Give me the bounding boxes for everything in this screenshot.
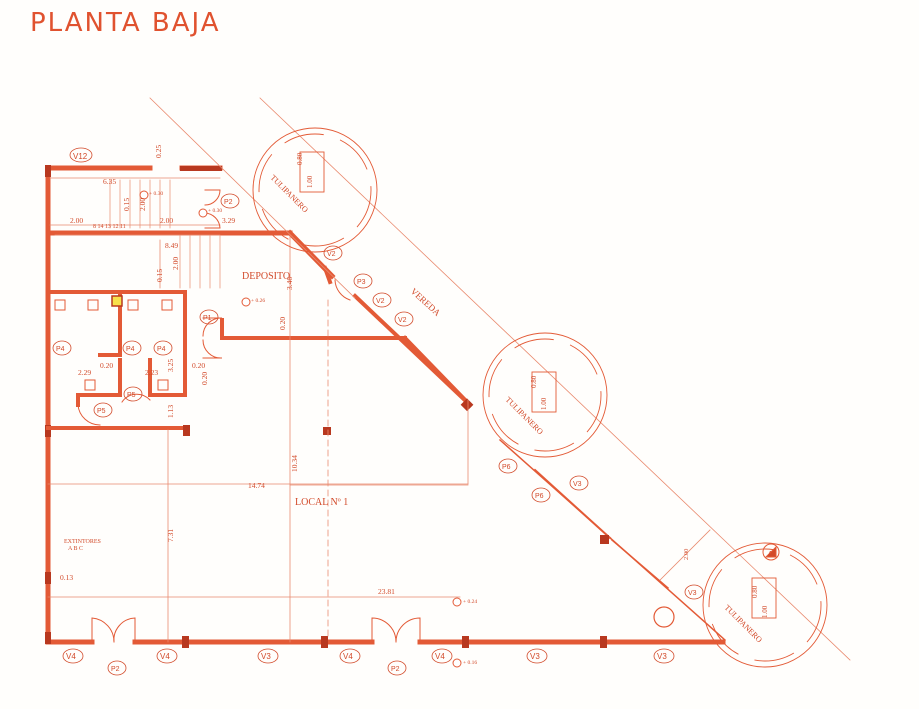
tree-dim: 1.00 [761,605,769,618]
label-extintores: EXTINTORES [64,539,101,545]
dim-text: 2.00 [70,216,83,225]
level-text: + 0.16 [463,660,477,666]
tag-p4: P4 [56,346,65,353]
columns [180,166,607,648]
dim-text: 14.74 [248,481,265,490]
door-swings [54,189,421,643]
opening-tags [52,147,704,676]
dim-text: 0.15 [155,269,164,282]
dim-text: 23.81 [378,587,395,596]
tree-dim: 1.00 [306,175,314,188]
tag-p5: P5 [127,392,136,399]
dimension-lines [47,97,851,661]
dim-text: 0.20 [192,361,205,370]
label-vereda: VEREDA [409,286,443,318]
tag-v4: V4 [160,652,170,661]
tag-p3: P3 [357,279,366,286]
tree-dim: 1.00 [540,397,548,410]
tag-p4: P4 [126,346,135,353]
dim-text: 0.20 [100,361,113,370]
tree-label-3: TULIPANERO [723,603,765,645]
label-extintores-class: A B C [68,546,83,552]
tag-v2: V2 [376,298,385,305]
tag-p5: P5 [97,408,106,415]
tree-label-2: TULIPANERO [504,395,546,437]
dim-text: 3.46 [285,277,294,290]
dim-text: 2.00 [160,216,173,225]
dim-text: 1.13 [166,405,175,418]
column [600,535,609,544]
tree-labels: TULIPANERO TULIPANERO TULIPANERO 0.80 1.… [269,152,769,644]
tag-section-a: A [768,551,773,558]
level-text: + 0.30 [149,191,163,197]
dim-text: 3.29 [222,216,235,225]
dim-text: 8 14 13 12 11 [93,224,126,230]
tag-v4: V4 [343,652,353,661]
exterior-walls [45,165,726,645]
level-text: + 0.24 [463,599,477,605]
tag-v3: V3 [688,590,697,597]
dim-text: 6.35 [103,177,116,186]
dim-text: 0.20 [278,317,287,330]
dim-text: 3.25 [166,359,175,372]
tag-p2: P2 [224,199,233,206]
tree-tulipanero-2 [482,332,608,458]
tag-v3: V3 [530,652,540,661]
staircase [109,179,221,289]
diagonal-facade [498,438,727,642]
dim-text: 0.20 [200,372,209,385]
level-text: + 0.26 [251,298,265,304]
dim-text: 0.13 [60,573,73,582]
tag-v4: V4 [435,652,445,661]
dim-text: 2.23 [145,368,158,377]
tag-p2: P2 [391,666,400,673]
dim-text: 2.00 [683,549,690,560]
tag-v3: V3 [573,481,582,488]
tag-p6: P6 [502,464,511,471]
dimension-texts: 6.35 0.25 0.15 2.00 2.00 8 14 13 12 11 2… [60,145,690,666]
interior-walls [46,166,473,430]
tree-tulipanero-3 [702,542,828,668]
dim-text: 0.25 [154,145,163,158]
tag-v3: V3 [657,652,667,661]
dim-text: 2.29 [78,368,91,377]
dim-text: 2.00 [138,198,147,211]
tag-v2: V2 [327,251,336,258]
dim-text: 0.15 [122,198,131,211]
tree-dim: 0.80 [751,585,759,598]
plan-title: PLANTA BAJA [30,8,221,38]
opening-tag-text: V12 P2 V2 P3 V2 V2 P1 P4 P4 P4 P5 P5 P6 … [56,152,773,673]
level-markers [139,190,462,668]
tag-v12: V12 [73,152,88,161]
dim-text: 2.00 [171,257,180,270]
tree-label-1: TULIPANERO [269,173,311,215]
tree-dim: 0.80 [296,152,304,165]
tag-v4: V4 [66,652,76,661]
tag-v3: V3 [261,652,271,661]
dim-text: 7.31 [166,529,175,542]
tree-dim: 0.80 [530,375,538,388]
tag-p4: P4 [157,346,166,353]
section-marker [762,543,780,561]
tag-p6: P6 [535,493,544,500]
dim-text: 10.34 [290,455,299,472]
round-column [653,606,675,628]
label-deposito: DEPOSITO [242,271,290,282]
level-text: + 0.30 [208,208,222,214]
tag-p2: P2 [111,666,120,673]
tag-v2: V2 [398,317,407,324]
label-local: LOCAL Nº 1 [295,497,348,508]
tag-p1: P1 [203,315,212,322]
tree-tulipanero-1 [252,127,378,253]
dim-text: 8.49 [165,241,178,250]
